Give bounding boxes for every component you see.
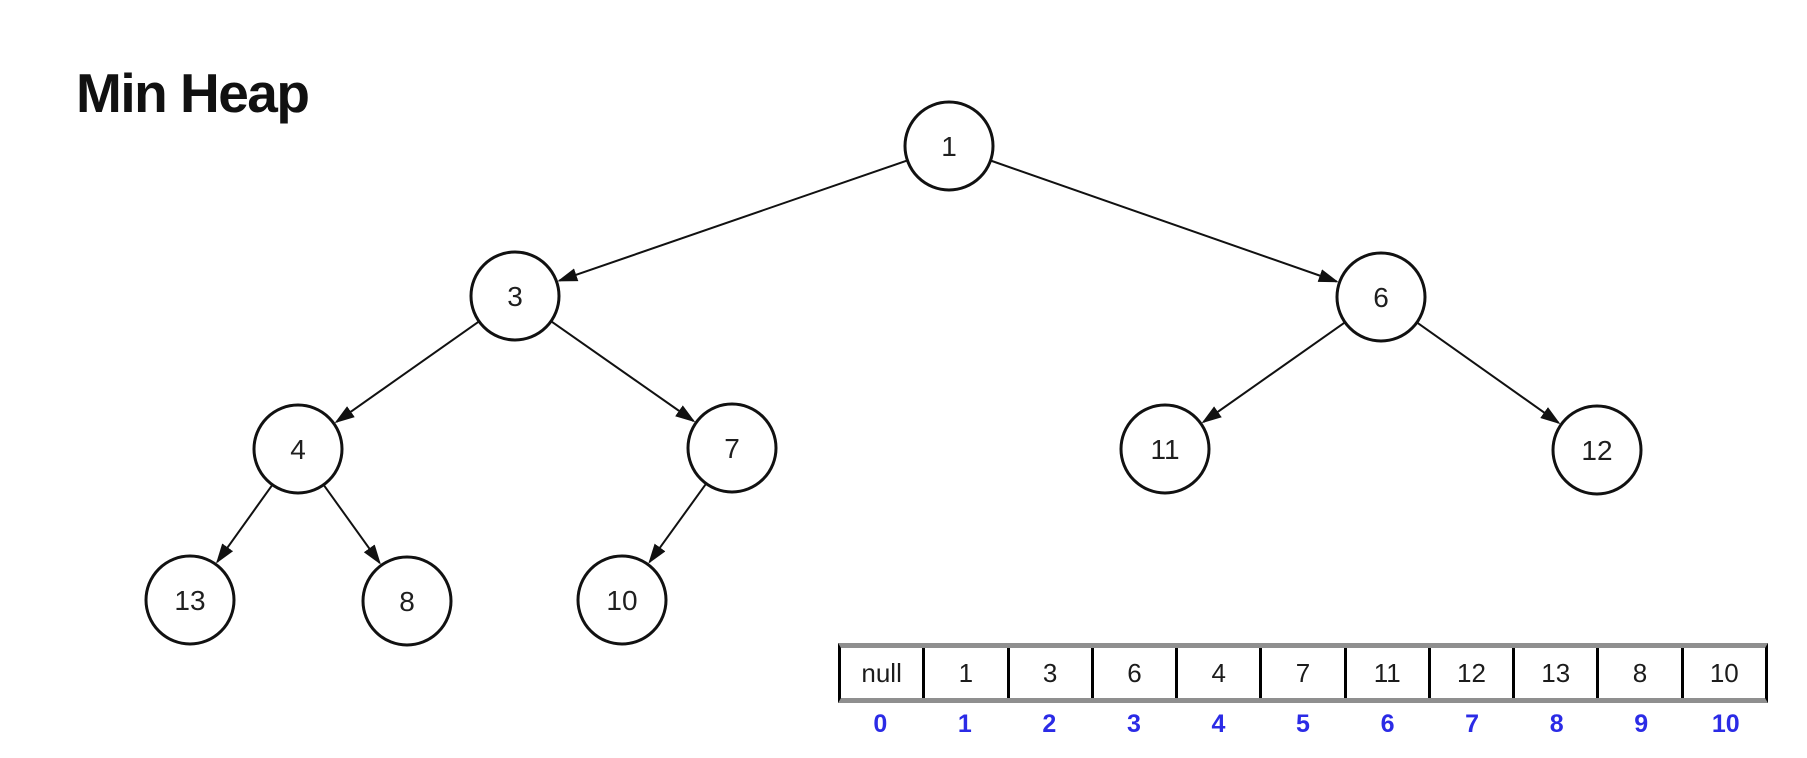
array-index-7: 7 xyxy=(1465,710,1480,738)
array-cell-9: 8 xyxy=(1599,648,1684,698)
tree-node-circle-10 xyxy=(576,554,668,646)
array-index-4: 4 xyxy=(1211,710,1226,738)
tree-node-12: 12 xyxy=(1551,404,1643,496)
tree-node-label-13: 13 xyxy=(174,585,205,616)
array-index-0: 0 xyxy=(873,710,888,738)
tree-node-6: 6 xyxy=(1335,251,1427,343)
array-index-3: 3 xyxy=(1126,710,1141,738)
tree-node-10: 10 xyxy=(576,554,668,646)
tree-node-1: 1 xyxy=(903,100,995,192)
array-cell-1: 1 xyxy=(925,648,1010,698)
tree-node-circle-13 xyxy=(144,554,236,646)
tree-node-circle-6 xyxy=(1335,251,1427,343)
heap-array-indices: 0 1 2 3 4 5 6 7 8 9 10 xyxy=(838,710,1768,739)
tree-node-label-7: 7 xyxy=(724,433,740,464)
array-index-2: 2 xyxy=(1042,710,1057,738)
tree-node-circle-4 xyxy=(252,403,344,495)
tree-node-8: 8 xyxy=(361,555,453,647)
tree-node-7: 7 xyxy=(686,402,778,494)
tree-node-label-6: 6 xyxy=(1373,282,1389,313)
tree-node-13: 13 xyxy=(144,554,236,646)
tree-node-circle-8 xyxy=(361,555,453,647)
tree-node-circle-7 xyxy=(686,402,778,494)
tree-node-label-10: 10 xyxy=(606,585,637,616)
tree-node-label-8: 8 xyxy=(399,586,415,617)
tree-node-label-11: 11 xyxy=(1150,434,1179,465)
array-cell-2: 3 xyxy=(1010,648,1094,698)
tree-node-label-12: 12 xyxy=(1581,435,1612,466)
tree-edge-1-3 xyxy=(557,159,908,282)
array-cell-0: null xyxy=(841,648,926,698)
array-index-1: 1 xyxy=(957,710,972,738)
tree-node-label-4: 4 xyxy=(290,434,306,465)
array-index-8: 8 xyxy=(1549,710,1564,738)
array-cell-5: 7 xyxy=(1262,648,1347,698)
tree-edge-7-10 xyxy=(648,483,708,564)
tree-edge-6-11 xyxy=(1201,321,1346,424)
page-title: Min Heap xyxy=(76,62,310,124)
tree-node-label-3: 3 xyxy=(507,281,523,312)
array-cell-4: 4 xyxy=(1178,648,1263,698)
tree-node-11: 11 xyxy=(1119,403,1211,495)
array-index-5: 5 xyxy=(1296,710,1310,738)
tree-node-circle-12 xyxy=(1551,404,1643,496)
tree-node-circle-1 xyxy=(903,100,995,192)
tree-edge-4-8 xyxy=(322,484,381,565)
array-index-9: 9 xyxy=(1634,710,1649,738)
tree-edges-layer xyxy=(216,159,1561,565)
array-cell-10: 10 xyxy=(1709,657,1739,688)
array-cell-7: 12 xyxy=(1431,648,1516,698)
tree-node-3: 3 xyxy=(469,250,561,342)
array-cell-6: 11 xyxy=(1347,648,1431,698)
tree-edge-3-4 xyxy=(334,320,480,424)
tree-node-circle-3 xyxy=(469,250,561,342)
array-index-6: 6 xyxy=(1380,710,1395,738)
tree-edge-6-12 xyxy=(1416,321,1561,425)
array-cell-8: 13 xyxy=(1515,648,1600,698)
tree-node-circle-11 xyxy=(1119,403,1211,495)
tree-edge-4-13 xyxy=(216,484,274,564)
tree-node-4: 4 xyxy=(252,403,344,495)
tree-edge-1-6 xyxy=(990,159,1339,283)
array-index-10: 10 xyxy=(1711,710,1740,738)
tree-edge-3-7 xyxy=(550,320,696,423)
array-cell-3: 6 xyxy=(1094,648,1179,698)
tree-node-label-1: 1 xyxy=(941,131,957,162)
